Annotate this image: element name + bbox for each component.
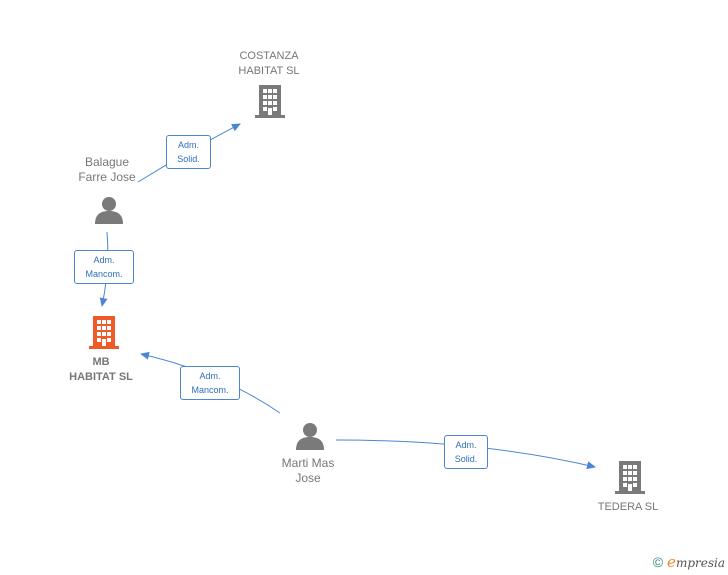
edge-label-marti-mb[interactable]: Adm. Mancom. (180, 366, 240, 400)
main-company-building-icon[interactable] (89, 316, 119, 349)
edge-label-line: Solid. (177, 154, 200, 164)
node-label-line: MB (92, 356, 110, 368)
edge-label-line: Solid. (454, 454, 478, 464)
edge-label-balague-mb[interactable]: Adm. Mancom. (74, 250, 134, 284)
node-label-line: TEDERA SL (597, 501, 659, 513)
node-label-line: Farre Jose (78, 170, 136, 184)
edge-label-line: Adm. (199, 371, 221, 381)
person-icon[interactable] (95, 197, 123, 224)
edge-label-line: Adm. (177, 140, 199, 150)
company-building-icon[interactable] (255, 85, 285, 118)
edge-label-line: Adm. (93, 255, 115, 265)
node-label-line: HABITAT SL (69, 371, 133, 383)
edge-label-line: Mancom. (85, 269, 123, 279)
node-label-line: HABITAT SL (238, 65, 300, 77)
person-icon[interactable] (296, 423, 324, 450)
empresia-brand-logo: ©empresia (653, 553, 725, 571)
node-costanza-label[interactable]: COSTANZA HABITAT SL (220, 49, 318, 79)
node-label-line: Jose (295, 471, 321, 485)
node-balague-label[interactable]: Balague Farre Jose (60, 155, 154, 185)
copyright-icon: © (652, 554, 664, 570)
node-tedera-label[interactable]: TEDERA SL (580, 500, 676, 515)
company-building-icon[interactable] (615, 461, 645, 494)
edge-label-line: Mancom. (191, 385, 229, 395)
brand-logo-e: e (667, 553, 676, 571)
node-label-line: Balague (84, 155, 130, 169)
edge-label-balague-costanza[interactable]: Adm. Solid. (166, 135, 211, 169)
edge-label-line: Adm. (455, 440, 477, 450)
edge-label-marti-tedera[interactable]: Adm. Solid. (444, 435, 488, 469)
node-label-line: COSTANZA (239, 50, 299, 62)
node-mb-label[interactable]: MB HABITAT SL (50, 355, 152, 385)
brand-logo-text: mpresia (675, 556, 725, 570)
node-label-line: Marti Mas (281, 456, 335, 470)
node-marti-label[interactable]: Marti Mas Jose (262, 456, 354, 486)
